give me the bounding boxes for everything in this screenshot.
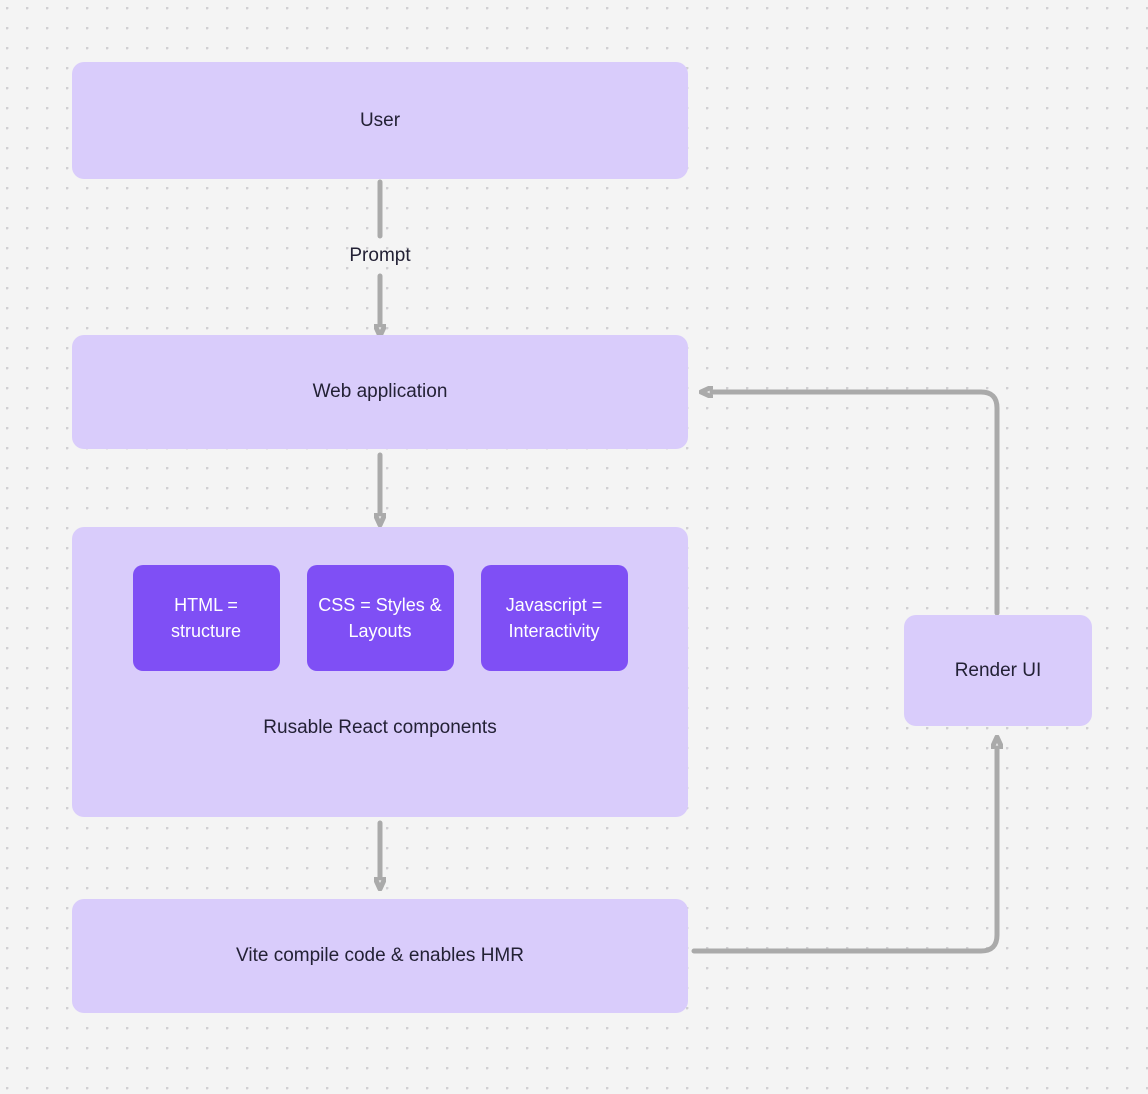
node-render-ui-label: Render UI xyxy=(954,659,1042,681)
component-pill-css[interactable]: CSS = Styles & Layouts xyxy=(306,565,454,671)
component-pill-html-label: HTML = structure xyxy=(170,594,242,641)
component-pill-javascript-label: Javascript = Interactivity xyxy=(505,594,603,641)
component-pill-html[interactable]: HTML = structure xyxy=(132,565,280,671)
node-web-application-label: Web application xyxy=(312,381,448,403)
node-reusable-components[interactable]: HTML = structure CSS = Styles & Layouts … xyxy=(72,527,688,817)
node-web-application[interactable]: Web application xyxy=(72,335,688,449)
node-render-ui[interactable]: Render UI xyxy=(904,615,1092,726)
component-pill-javascript[interactable]: Javascript = Interactivity xyxy=(480,565,628,671)
edge-vite-to-render xyxy=(691,748,997,954)
component-pill-row: HTML = structure CSS = Styles & Layouts … xyxy=(72,565,688,671)
node-user-label: User xyxy=(359,109,401,131)
node-vite[interactable]: Vite compile code & enables HMR xyxy=(72,899,688,1013)
edge-render-to-webapp xyxy=(712,392,1000,616)
node-reusable-components-caption: Rusable React components xyxy=(263,717,497,738)
node-vite-label: Vite compile code & enables HMR xyxy=(236,945,524,967)
edge-label-prompt: Prompt xyxy=(349,245,411,266)
node-user[interactable]: User xyxy=(72,62,688,179)
component-pill-css-label: CSS = Styles & Layouts xyxy=(318,594,442,641)
